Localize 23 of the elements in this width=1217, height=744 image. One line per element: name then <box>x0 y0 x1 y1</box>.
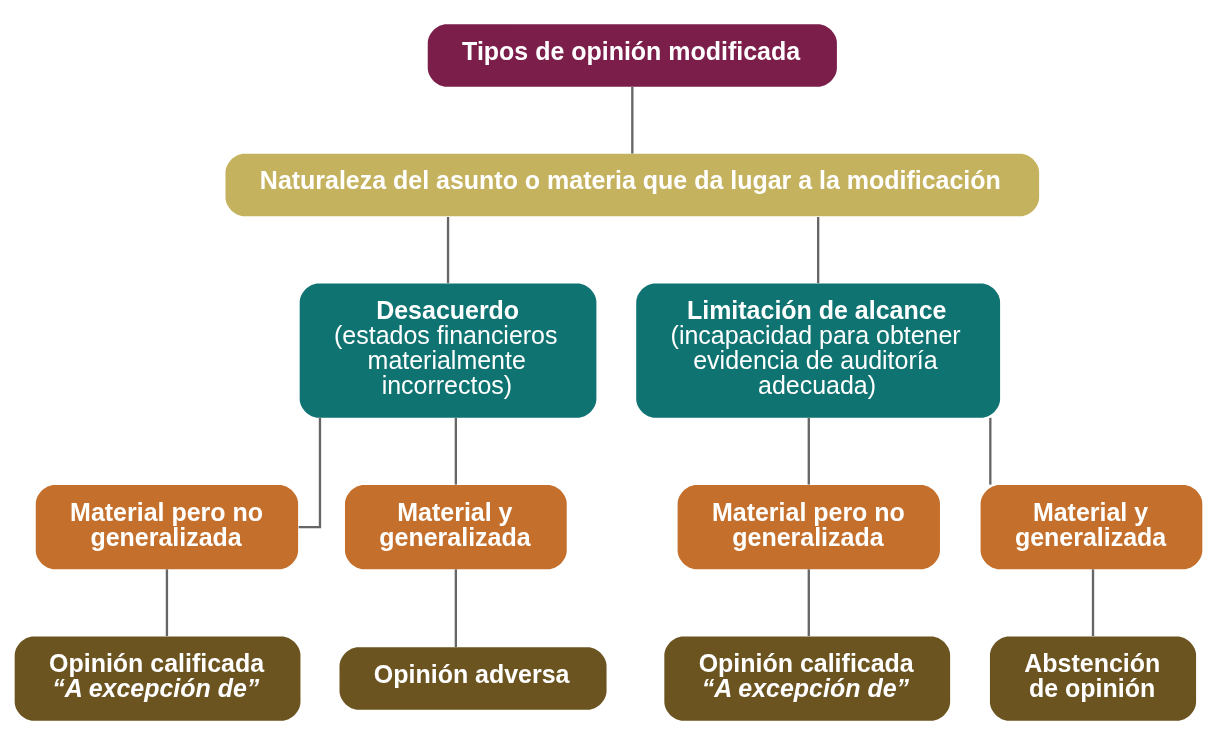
connector <box>165 568 169 636</box>
connector <box>817 216 820 283</box>
connector <box>454 417 458 485</box>
connector <box>454 568 458 647</box>
node-box: Opinión calificada “A excepción de” <box>14 635 301 721</box>
connector <box>807 568 810 636</box>
node-box: Naturaleza del asunto o materia que da lugar a la modificación <box>225 153 1040 216</box>
node-box: Desacuerdo (estados financieros materialmente incorrectos) <box>299 283 597 418</box>
connector <box>807 417 810 485</box>
node-box: Material y generalizada <box>980 484 1203 569</box>
node-box: Material pero no generalizada <box>677 484 940 569</box>
connector <box>1091 568 1095 636</box>
connector <box>298 417 322 528</box>
node-box: Tipos de opinión modificada <box>427 23 837 87</box>
node-box: Abstención de opinión <box>989 635 1197 721</box>
node-box: Material y generalizada <box>344 484 567 569</box>
node-box: Limitación de alcance (incapacidad para obtener evidencia de auditoría adecuada) <box>636 283 1001 418</box>
node-box: Opinión calificada “A excepción de” <box>664 635 951 721</box>
node-box: Opinión adversa <box>339 646 607 710</box>
connector <box>631 86 634 154</box>
connector <box>446 216 450 283</box>
connector <box>989 417 992 485</box>
node-box: Material pero no generalizada <box>35 484 299 569</box>
